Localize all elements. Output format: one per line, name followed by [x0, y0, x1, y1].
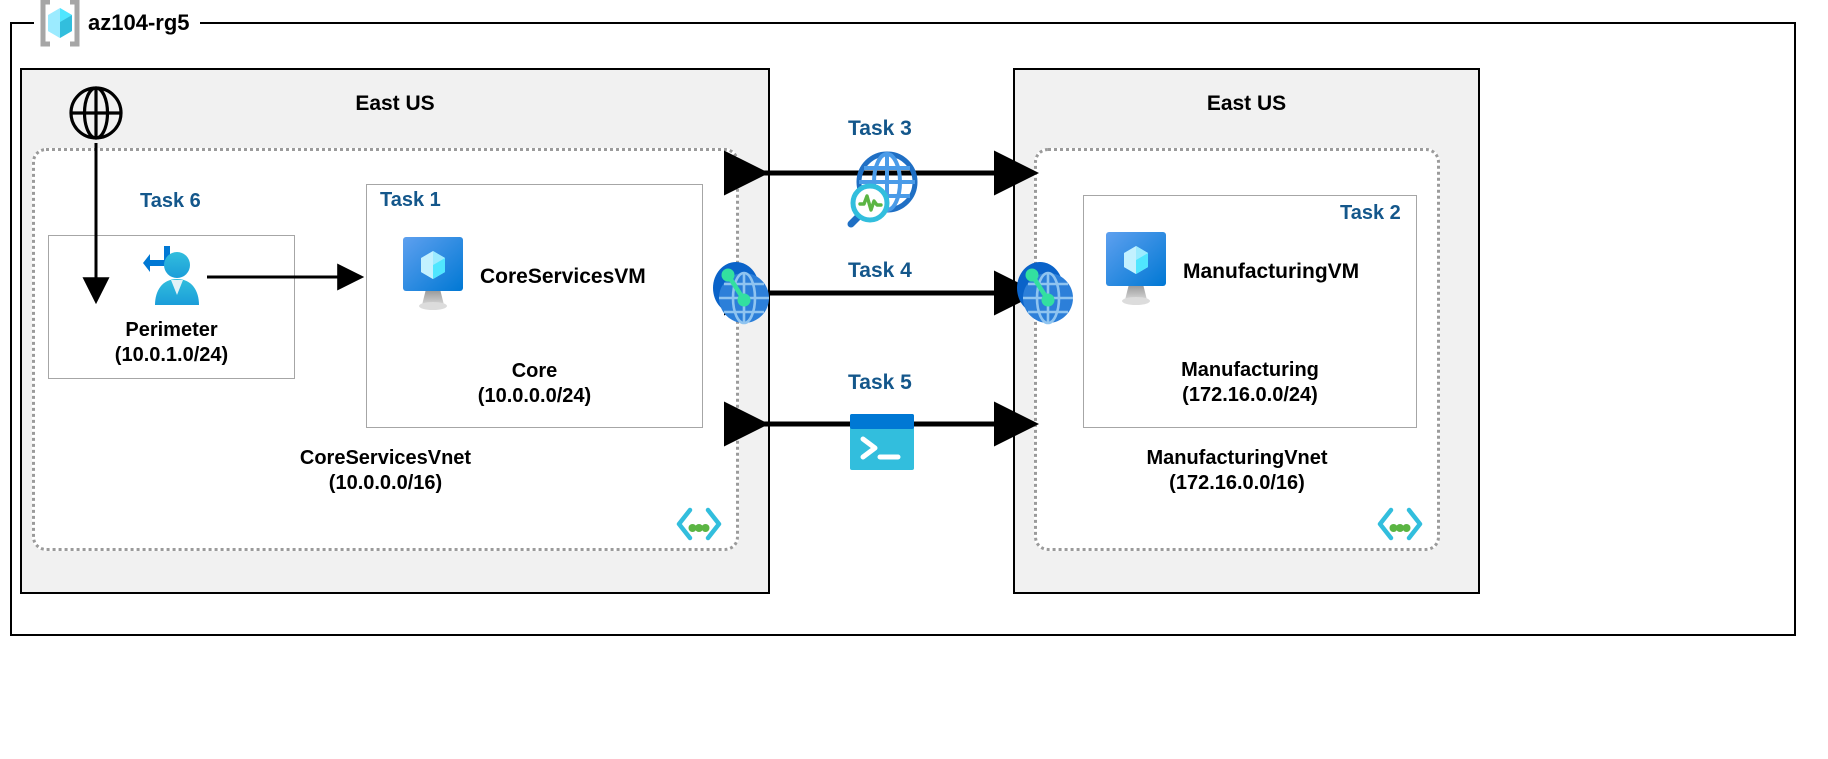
subnet-perimeter [48, 235, 295, 379]
virtual-machine-icon [400, 235, 466, 318]
vnet-peering-icon [1012, 258, 1082, 330]
task-label-task-6: Task 6 [140, 190, 201, 212]
code-brackets-subnet-icon [676, 506, 722, 542]
user-inbound-icon [140, 243, 206, 313]
task-label-task-2: Task 2 [1340, 202, 1401, 224]
vm-coreservicesvm: CoreServicesVM [400, 235, 646, 318]
vm-name-manufacturingvm: ManufacturingVM [1183, 259, 1360, 283]
center-task-label-task-4: Task 4 [848, 259, 912, 282]
vm-manufacturingvm: ManufacturingVM [1103, 230, 1359, 313]
network-watcher-globe-magnifier-icon [837, 148, 925, 230]
resource-group-title: az104-rg5 [34, 0, 200, 47]
task-label-task-1: Task 1 [380, 189, 441, 211]
center-task-label-task-5: Task 5 [848, 371, 912, 394]
vnet-peering-icon [708, 258, 778, 330]
subnet-manufacturing-caption: Manufacturing (172.16.0.0/24) [1181, 359, 1319, 406]
globe-internet-icon [68, 85, 124, 141]
region-title-right: East US [1206, 92, 1287, 115]
region-title-left: East US [355, 92, 435, 115]
subnet-perimeter-caption: Perimeter (10.0.1.0/24) [114, 319, 229, 366]
cloud-shell-terminal-icon [850, 414, 914, 470]
resource-group-frame [10, 22, 1796, 636]
azure-resource-group-cube-icon [38, 0, 82, 47]
vm-name-coreservicesvm: CoreServicesVM [480, 264, 646, 288]
vnet-coreservices-label: CoreServicesVnet (10.0.0.0/16) [299, 447, 472, 494]
vnet-manufacturing-label: ManufacturingVnet (172.16.0.0/16) [1146, 447, 1328, 494]
resource-group-name: az104-rg5 [88, 10, 190, 35]
subnet-core-caption: Core (10.0.0.0/24) [477, 360, 592, 407]
virtual-machine-icon [1103, 230, 1169, 313]
code-brackets-subnet-icon [1377, 506, 1423, 542]
center-task-label-task-3: Task 3 [848, 117, 912, 140]
